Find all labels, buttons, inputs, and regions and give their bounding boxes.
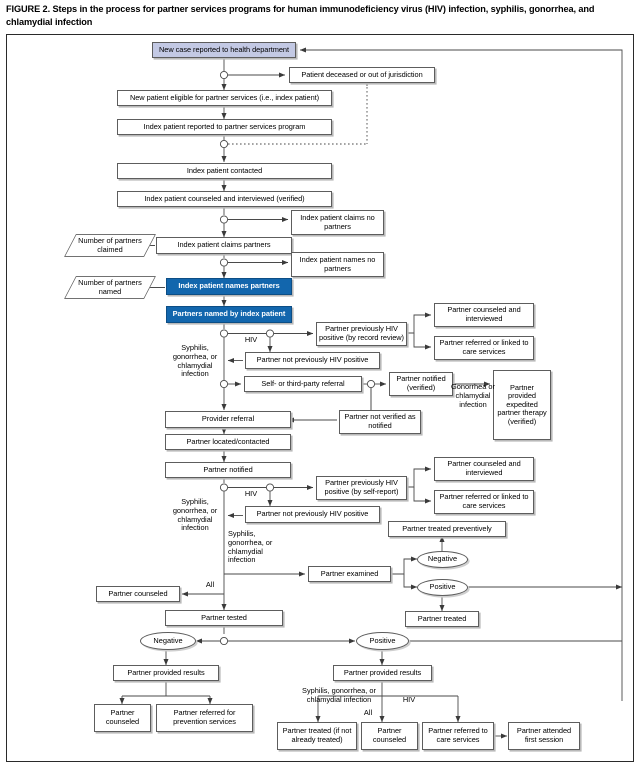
node-exam-negative[interactable]: Negative xyxy=(417,551,468,568)
edge-label-sgc-bottom: Syphilis, gonorrhea, or chlamydial infec… xyxy=(302,686,376,704)
edge-label-sgc-2: Syphilis, gonorrhea, or chlamydial infec… xyxy=(172,497,218,533)
edge-label-gonorrhea-chlamydial: Gonorrhea or chlamydial infection xyxy=(451,382,495,409)
node-new-patient-eligible[interactable]: New patient eligible for partner service… xyxy=(117,90,332,106)
edge-label-all-1: All xyxy=(205,580,215,589)
node-index-reported[interactable]: Index patient reported to partner servic… xyxy=(117,119,332,135)
node-positive-partner-counseled[interactable]: Partner counseled xyxy=(361,722,418,750)
node-partner-treated[interactable]: Partner treated xyxy=(405,611,479,627)
node-test-positive[interactable]: Positive xyxy=(356,632,409,650)
node-partner-prev-hiv-self[interactable]: Partner previously HIV positive (by self… xyxy=(316,476,407,500)
node-partner-referred-linked-2[interactable]: Partner referred or linked to care servi… xyxy=(434,490,534,514)
edge-label-sgc-3: Syphilis, gonorrhea, or chlamydial infec… xyxy=(228,529,273,565)
edge-label-hiv-1: HIV xyxy=(244,335,258,344)
node-negative-partner-counseled[interactable]: Partner counseled xyxy=(94,704,151,732)
node-provided-results-positive[interactable]: Partner provided results xyxy=(333,665,432,681)
node-test-negative[interactable]: Negative xyxy=(140,632,196,650)
node-exam-positive[interactable]: Positive xyxy=(417,579,468,596)
node-partner-counseled-left[interactable]: Partner counseled xyxy=(96,586,180,602)
node-partner-examined[interactable]: Partner examined xyxy=(308,566,391,582)
node-partner-not-prev-hiv-1[interactable]: Partner not previously HIV positive xyxy=(245,352,380,369)
node-partner-notified[interactable]: Partner notified xyxy=(165,462,291,478)
node-partner-referred-linked-1[interactable]: Partner referred or linked to care servi… xyxy=(434,336,534,360)
edge-label-all-bottom: All xyxy=(363,708,373,717)
node-partner-notified-verified[interactable]: Partner notified (verified) xyxy=(389,372,453,396)
node-negative-partner-referred-prevention[interactable]: Partner referred for prevention services xyxy=(156,704,253,732)
node-index-names-no-partners[interactable]: Index patient names no partners xyxy=(291,252,384,277)
node-number-partners-claimed: Number of partners claimed xyxy=(64,234,156,257)
node-number-partners-named: Number of partners named xyxy=(64,276,156,299)
node-positive-partner-referred-care[interactable]: Partner referred to care services xyxy=(422,722,494,750)
parallelogram-shape xyxy=(64,276,156,299)
node-partner-counseled-interviewed-1[interactable]: Partner counseled and interviewed xyxy=(434,303,534,327)
node-index-contacted[interactable]: Index patient contacted xyxy=(117,163,332,179)
node-partner-counseled-interviewed-2[interactable]: Partner counseled and interviewed xyxy=(434,457,534,481)
node-positive-partner-attended[interactable]: Partner attended first session xyxy=(508,722,580,750)
node-self-or-third-party-referral[interactable]: Self- or third-party referral xyxy=(244,376,362,392)
parallelogram-shape xyxy=(64,234,156,257)
node-partner-tested[interactable]: Partner tested xyxy=(165,610,283,626)
node-positive-partner-treated[interactable]: Partner treated (if not already treated) xyxy=(277,722,357,750)
edge-label-hiv-bottom: HIV xyxy=(402,695,416,704)
node-partner-not-prev-hiv-2[interactable]: Partner not previously HIV positive xyxy=(245,506,380,523)
node-index-claims-no-partners[interactable]: Index patient claims no partners xyxy=(291,210,384,235)
figure-caption: FIGURE 2. Steps in the process for partn… xyxy=(6,4,595,27)
node-partner-expedited-therapy[interactable]: Partner provided expedited partner thera… xyxy=(493,370,551,440)
edge-label-hiv-2: HIV xyxy=(244,489,258,498)
node-index-names-partners[interactable]: Index patient names partners xyxy=(166,278,292,295)
node-partner-located[interactable]: Partner located/contacted xyxy=(165,434,291,450)
node-new-case[interactable]: New case reported to health department xyxy=(152,42,296,58)
node-provided-results-negative[interactable]: Partner provided results xyxy=(113,665,219,681)
node-patient-deceased[interactable]: Patient deceased or out of jurisdiction xyxy=(289,67,435,83)
node-provider-referral[interactable]: Provider referral xyxy=(165,411,291,428)
node-index-claims-partners[interactable]: Index patient claims partners xyxy=(156,237,292,254)
node-partner-treated-preventively[interactable]: Partner treated preventively xyxy=(388,521,506,537)
node-partners-named-by-index[interactable]: Partners named by index patient xyxy=(166,306,292,323)
edge-label-sgc-1: Syphilis, gonorrhea, or chlamydial infec… xyxy=(172,343,218,379)
figure-frame xyxy=(6,34,634,762)
node-partner-prev-hiv-record[interactable]: Partner previously HIV positive (by reco… xyxy=(316,322,407,346)
node-index-counseled[interactable]: Index patient counseled and interviewed … xyxy=(117,191,332,207)
node-partner-not-verified[interactable]: Partner not verified as notified xyxy=(339,410,421,434)
